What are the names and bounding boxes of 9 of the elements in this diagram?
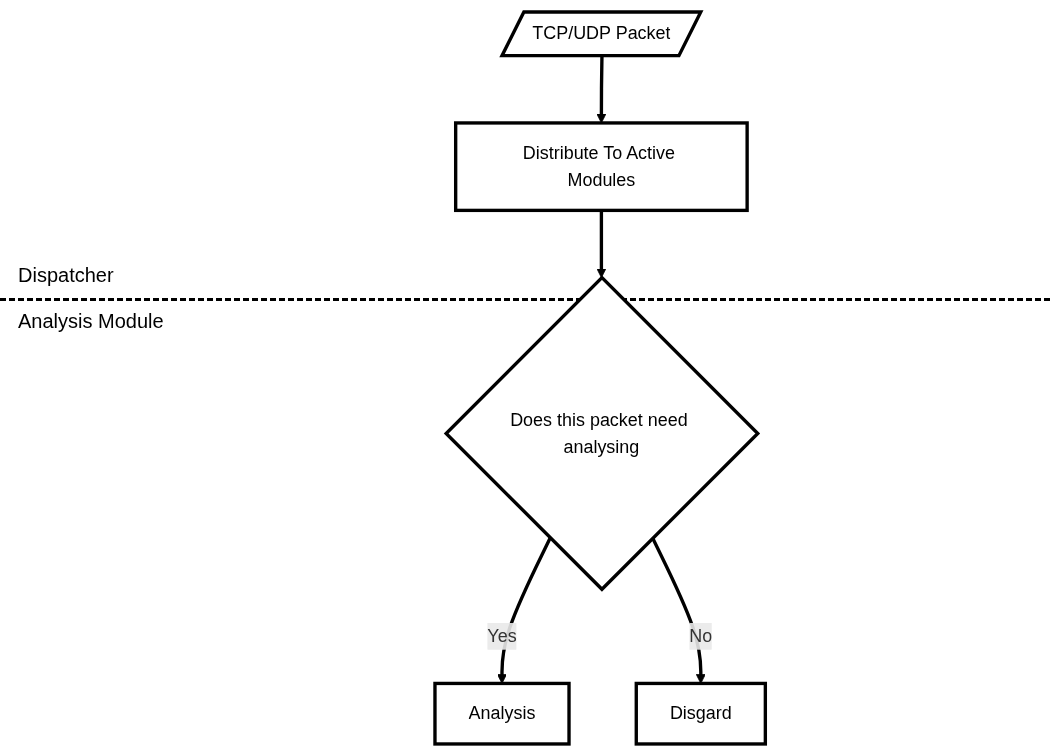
node-diamond: Does this packet need analysing bbox=[443, 275, 760, 592]
lane-label: Dispatcher bbox=[18, 264, 114, 287]
edge-label: No bbox=[689, 626, 713, 646]
node-box: Analysis bbox=[433, 681, 571, 746]
edge-label: Yes bbox=[487, 626, 517, 646]
node-box: Disgard bbox=[634, 681, 767, 746]
lane-label: Analysis Module bbox=[18, 310, 164, 333]
node-box: Distribute To Active Modules bbox=[453, 121, 749, 213]
arrow bbox=[596, 210, 607, 279]
